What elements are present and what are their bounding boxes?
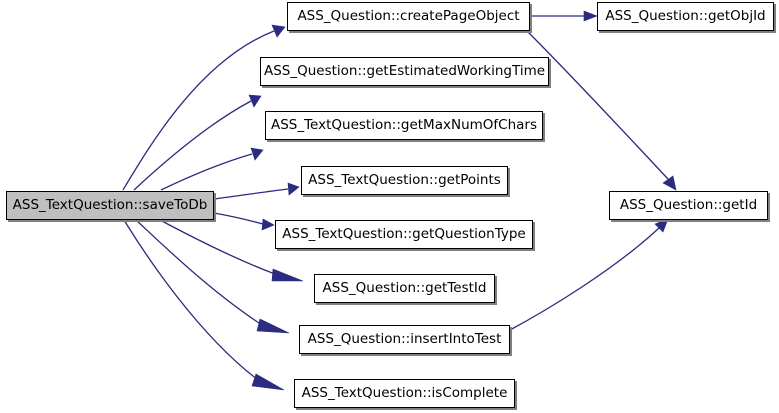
edge-saveToDb-getTestId [159, 219, 304, 282]
edge-saveToDb-insertIntoTest [135, 219, 290, 334]
edge-createPageObject-getObjId [530, 10, 598, 22]
node-getId[interactable]: ASS_Question::getId [609, 191, 768, 220]
edge-createPageObject-getId [526, 30, 677, 191]
node-insertIntoTest[interactable]: ASS_Question::insertIntoTest [299, 325, 510, 354]
node-getPoints[interactable]: ASS_TextQuestion::getPoints [301, 166, 508, 195]
node-getId-label: ASS_Question::getId [619, 196, 758, 213]
node-saveToDb-label: ASS_TextQuestion::saveToDb [12, 196, 208, 213]
node-getTestId-label: ASS_Question::getTestId [322, 279, 487, 296]
node-getMaxNumOfChars[interactable]: ASS_TextQuestion::getMaxNumOfChars [265, 111, 543, 140]
node-saveToDb[interactable]: ASS_TextQuestion::saveToDb [6, 191, 214, 220]
node-getQuestionType[interactable]: ASS_TextQuestion::getQuestionType [275, 220, 533, 249]
edge-saveToDb-createPageObject [122, 24, 286, 191]
edge-saveToDb-getMaxNumOfChars [160, 147, 264, 191]
node-createPageObject-label: ASS_Question::createPageObject [297, 7, 520, 24]
edge-saveToDb-getQuestionType [213, 212, 275, 231]
node-getEstimatedWorkingTime[interactable]: ASS_Question::getEstimatedWorkingTime [260, 57, 549, 86]
node-getObjId[interactable]: ASS_Question::getObjId [597, 2, 774, 31]
edge-saveToDb-isComplete [123, 219, 285, 391]
node-getMaxNumOfChars-label: ASS_TextQuestion::getMaxNumOfChars [270, 116, 537, 133]
node-createPageObject[interactable]: ASS_Question::createPageObject [287, 2, 530, 31]
node-getEstimatedWorkingTime-label: ASS_Question::getEstimatedWorkingTime [263, 62, 546, 79]
node-getTestId[interactable]: ASS_Question::getTestId [314, 274, 495, 303]
node-getQuestionType-label: ASS_TextQuestion::getQuestionType [282, 225, 526, 242]
edge-insertIntoTest-getId [509, 218, 669, 331]
node-getPoints-label: ASS_TextQuestion::getPoints [308, 171, 501, 188]
edge-saveToDb-getPoints [213, 182, 300, 200]
edge-saveToDb-getEstimatedWorkingTime [133, 94, 262, 191]
node-insertIntoTest-label: ASS_Question::insertIntoTest [307, 330, 502, 347]
node-isComplete[interactable]: ASS_TextQuestion::isComplete [294, 379, 515, 408]
node-isComplete-label: ASS_TextQuestion::isComplete [301, 384, 508, 401]
node-getObjId-label: ASS_Question::getObjId [605, 7, 766, 24]
